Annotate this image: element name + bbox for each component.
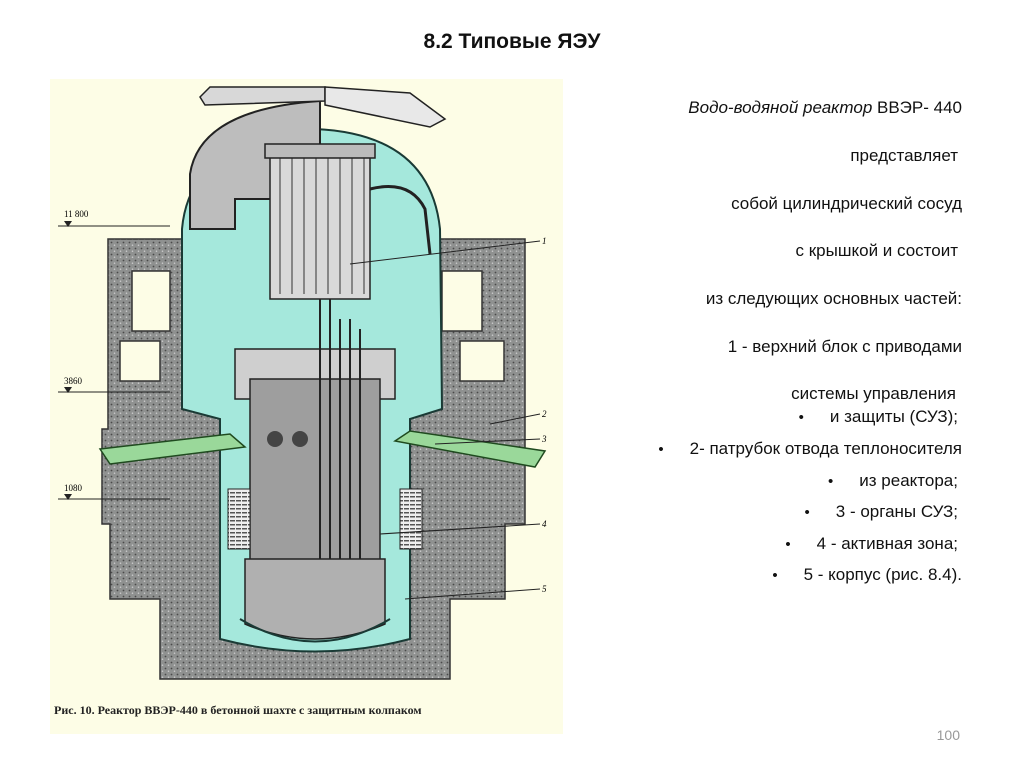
slide-title: 8.2 Типовые ЯЭУ <box>423 30 601 53</box>
level-label-1: 11 800 <box>64 209 89 219</box>
text-line: собой цилиндрический сосуд <box>731 194 962 213</box>
intro-rest: ВВЭР- 440 <box>872 98 962 117</box>
intro-line: Водо-водяной реактор ВВЭР- 440 <box>688 96 962 119</box>
bullet-mark: • <box>804 504 810 521</box>
figure-caption: Рис. 10. Реактор ВВЭР-440 в бетонной шах… <box>54 704 422 717</box>
intro-italic: Водо-водяной реактор <box>688 98 873 117</box>
callout-3: 3 <box>541 434 547 444</box>
bullet-text: 4 - активная зона; <box>816 534 958 553</box>
bullet-item: • из реактора; <box>828 469 958 493</box>
text-line: 1 - верхний блок с приводами <box>727 337 962 356</box>
bullet-item: • и защиты (СУЗ); <box>799 405 958 429</box>
callout-2: 2 <box>542 409 547 419</box>
text-line: с крышкой и состоит <box>795 241 958 260</box>
outlet-nozzle-right <box>393 430 547 468</box>
page-number: 100 <box>936 727 960 743</box>
bullet-text: и защиты (СУЗ); <box>829 407 958 426</box>
bullet-item: • 4 - активная зона; <box>785 532 958 556</box>
bullet-text: 3 - органы СУЗ; <box>835 502 958 521</box>
text-line: системы управления <box>791 384 956 403</box>
bullet-mark: • <box>828 473 834 490</box>
bullet-mark: • <box>658 441 664 458</box>
reactor-vessel-bottom <box>244 558 386 640</box>
bullet-mark: • <box>772 567 778 584</box>
bullet-mark: • <box>785 536 791 553</box>
text-line: из следующих основных частей: <box>705 289 962 308</box>
bullet-text: 5 - корпус (рис. 8.4). <box>803 565 962 584</box>
reactor-figure: 11 800 3860 1080 1 2 3 4 5 Рис. 10. Реак… <box>50 79 563 734</box>
callout-1: 1 <box>542 236 547 246</box>
bullet-item: • 5 - корпус (рис. 8.4). <box>772 563 962 587</box>
bullet-item: • 2- патрубок отвода теплоносителя <box>658 437 962 461</box>
level-label-3: 1080 <box>64 483 83 493</box>
text-line: представляет <box>850 146 958 165</box>
callout-4: 4 <box>542 519 547 529</box>
bullet-item: • 3 - органы СУЗ; <box>805 500 958 524</box>
callout-5: 5 <box>542 584 547 594</box>
bullet-mark: • <box>798 409 804 426</box>
level-label-2: 3860 <box>64 376 83 386</box>
bullet-text: 2- патрубок отвода теплоносителя <box>689 439 962 458</box>
upper-block <box>269 148 371 300</box>
outlet-nozzle-left <box>98 433 247 465</box>
bullet-text: из реактора; <box>859 471 958 490</box>
reactor-drawing: 11 800 3860 1080 1 2 3 4 5 Рис. 10. Реак… <box>54 86 547 717</box>
